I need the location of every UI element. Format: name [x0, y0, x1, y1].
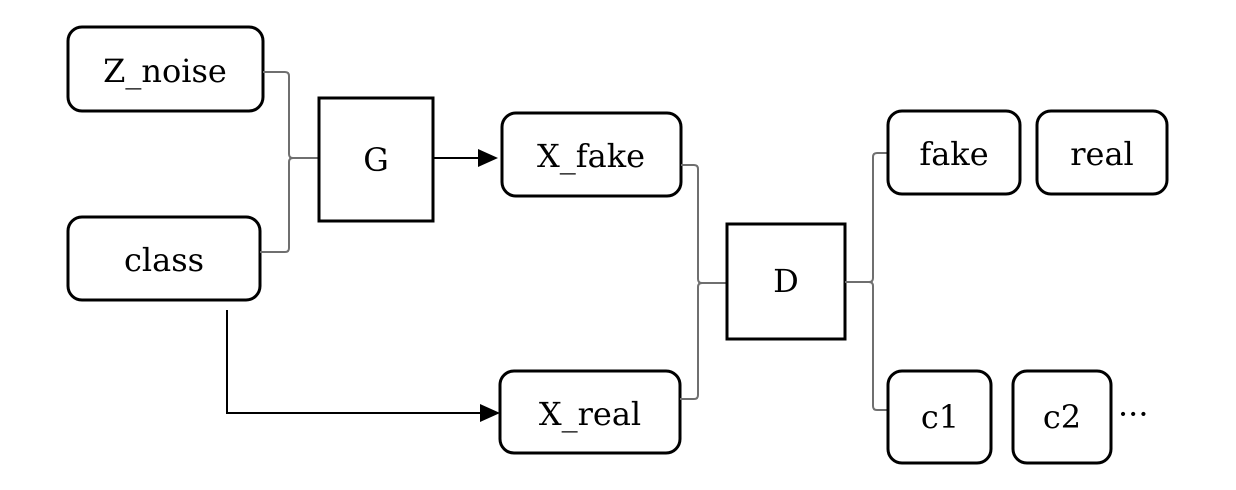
output-c2-label: c2 [1043, 398, 1081, 436]
more-classes-ellipsis: ··· [1118, 395, 1149, 433]
generator-label: G [363, 141, 389, 179]
z-noise-label: Z_noise [103, 52, 227, 90]
discriminator-label: D [773, 262, 799, 300]
x-fake-node: X_fake [500, 111, 683, 198]
output-real-label: real [1070, 135, 1134, 173]
z-noise-node: Z_noise [66, 25, 265, 113]
generator-to-fake-arrow [433, 149, 498, 167]
x-fake-label: X_fake [537, 137, 645, 175]
sample-join-connector [680, 164, 726, 400]
generator-node: G [317, 96, 435, 223]
x-real-node: X_real [498, 369, 682, 455]
output-real-node: real [1035, 109, 1169, 196]
output-c1-label: c1 [921, 398, 959, 436]
output-fake-node: fake [886, 109, 1022, 196]
x-real-label: X_real [539, 395, 641, 433]
output-c2-node: c2 [1011, 369, 1113, 465]
class-to-real-arrow [226, 310, 500, 422]
class-node: class [66, 215, 262, 302]
output-split-connector [845, 152, 888, 411]
class-label: class [124, 241, 204, 279]
discriminator-node: D [725, 222, 847, 341]
output-fake-label: fake [919, 135, 988, 173]
input-join-connector [260, 71, 318, 253]
output-c1-node: c1 [886, 369, 993, 465]
